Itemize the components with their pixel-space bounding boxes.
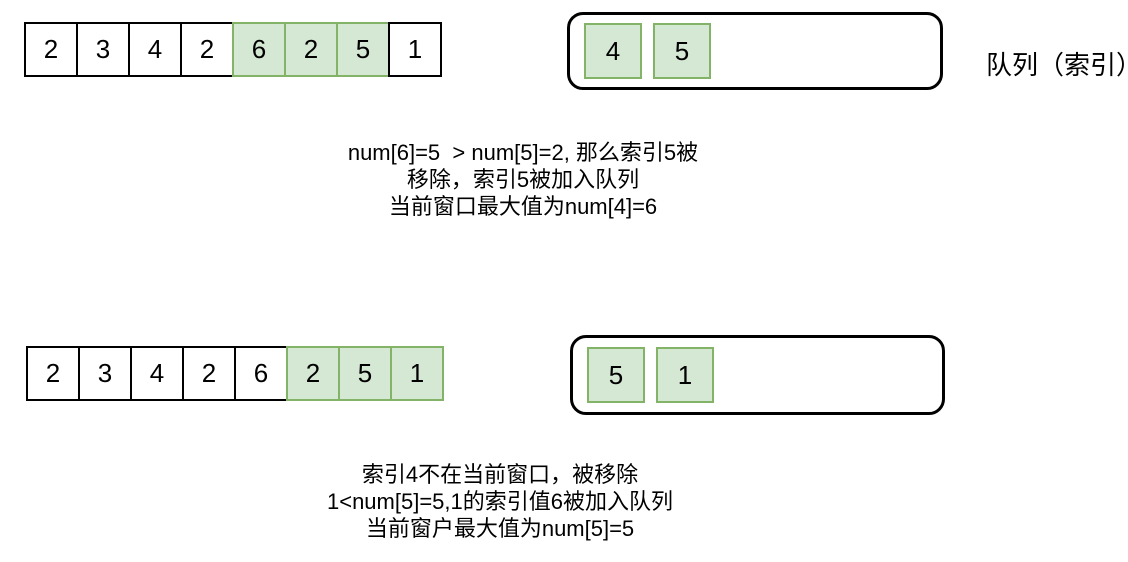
array-cell: 4 bbox=[128, 22, 182, 77]
caption-step1-line2: 移除，索引5被加入队列 bbox=[406, 167, 640, 192]
array-cell: 2 bbox=[180, 22, 234, 77]
queue-label: 队列（索引） bbox=[986, 50, 1128, 80]
caption-step2-line2: 1<num[5]=5,1的索引值6被加入队列 bbox=[326, 489, 673, 514]
array-cell: 1 bbox=[388, 22, 442, 77]
array-cell: 3 bbox=[78, 346, 132, 401]
caption-step2-line1: 索引4不在当前窗口，被移除 bbox=[361, 462, 639, 487]
array-cell: 4 bbox=[130, 346, 184, 401]
queue-item-cell: 5 bbox=[587, 347, 645, 403]
caption-step1-line1: num[6]=5 > num[5]=2, 那么索引5被 bbox=[347, 140, 699, 165]
queue-item-cell: 4 bbox=[584, 23, 642, 79]
array-cell: 1 bbox=[390, 346, 444, 401]
caption-step1: num[6]=5 > num[5]=2, 那么索引5被 移除，索引5被加入队列 … bbox=[288, 139, 758, 220]
array-cell: 5 bbox=[336, 22, 390, 77]
array-cell: 2 bbox=[284, 22, 338, 77]
queue-item-cell: 5 bbox=[653, 23, 711, 79]
array-cell: 2 bbox=[182, 346, 236, 401]
array-cell: 3 bbox=[76, 22, 130, 77]
caption-step2: 索引4不在当前窗口，被移除 1<num[5]=5,1的索引值6被加入队列 当前窗… bbox=[265, 461, 735, 542]
array-cell: 2 bbox=[24, 22, 78, 77]
caption-step1-line3: 当前窗口最大值为num[4]=6 bbox=[388, 194, 658, 219]
array-cell: 6 bbox=[234, 346, 288, 401]
array-cell: 2 bbox=[286, 346, 340, 401]
caption-step2-line3: 当前窗户最大值为num[5]=5 bbox=[365, 516, 635, 541]
array-cell: 6 bbox=[232, 22, 286, 77]
array-cell: 2 bbox=[26, 346, 80, 401]
queue-item-cell: 1 bbox=[656, 347, 714, 403]
array-cell: 5 bbox=[338, 346, 392, 401]
